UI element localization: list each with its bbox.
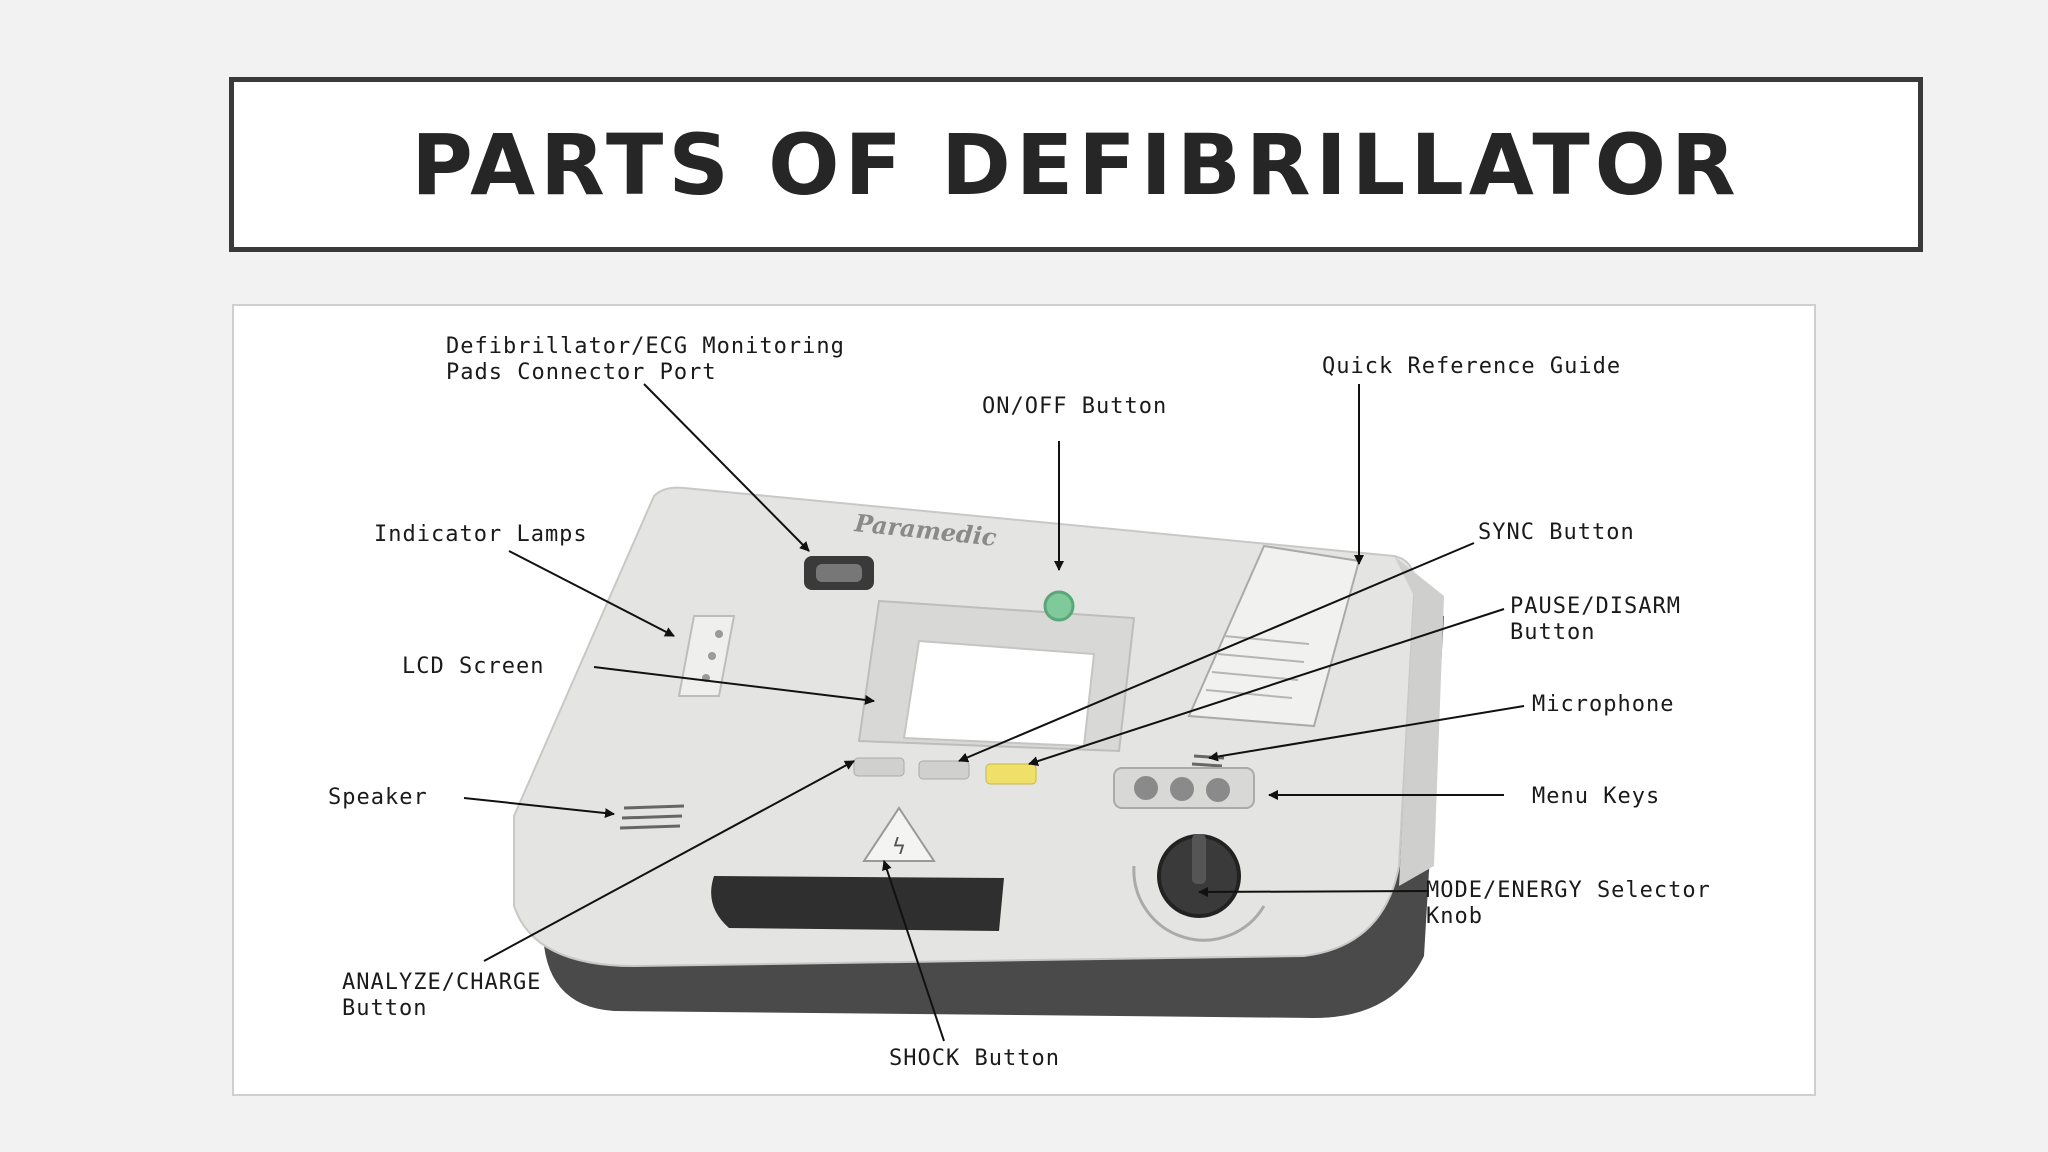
label-speaker: Speaker — [328, 785, 428, 810]
label-lcd-screen: LCD Screen — [402, 654, 545, 679]
device-side — [1394, 556, 1444, 886]
sync-button-shape — [918, 760, 970, 780]
label-indicator-lamps: Indicator Lamps — [374, 522, 588, 547]
label-menu-keys: Menu Keys — [1532, 784, 1661, 809]
diagram-panel: ϟ Paramedic Defibrillator/ECG Monitoring… — [232, 304, 1816, 1096]
label-on-off-button: ON/OFF Button — [982, 394, 1168, 419]
label-microphone: Microphone — [1532, 692, 1675, 717]
leader-lines — [463, 383, 1525, 1042]
page-title: PARTS OF DEFIBRILLATOR — [411, 115, 1741, 214]
carry-handle — [711, 876, 1004, 931]
label-quick-reference-guide: Quick Reference Guide — [1322, 354, 1622, 379]
quick-reference-text-lines — [1205, 635, 1310, 699]
quick-reference-panel — [1187, 544, 1361, 728]
analyze-charge-button-shape — [853, 757, 905, 777]
label-shock-button: SHOCK Button — [889, 1046, 1060, 1071]
on-off-button — [1043, 590, 1075, 622]
svg-text:ϟ: ϟ — [892, 835, 907, 860]
pause-disarm-button-shape — [985, 763, 1037, 785]
defibrillator-illustration: ϟ Paramedic — [463, 383, 1525, 1042]
shock-button — [862, 806, 936, 862]
title-box: PARTS OF DEFIBRILLATOR — [229, 77, 1923, 252]
lcd-screen — [902, 639, 1096, 748]
label-sync-button: SYNC Button — [1478, 520, 1635, 545]
speaker-slots — [619, 804, 685, 830]
